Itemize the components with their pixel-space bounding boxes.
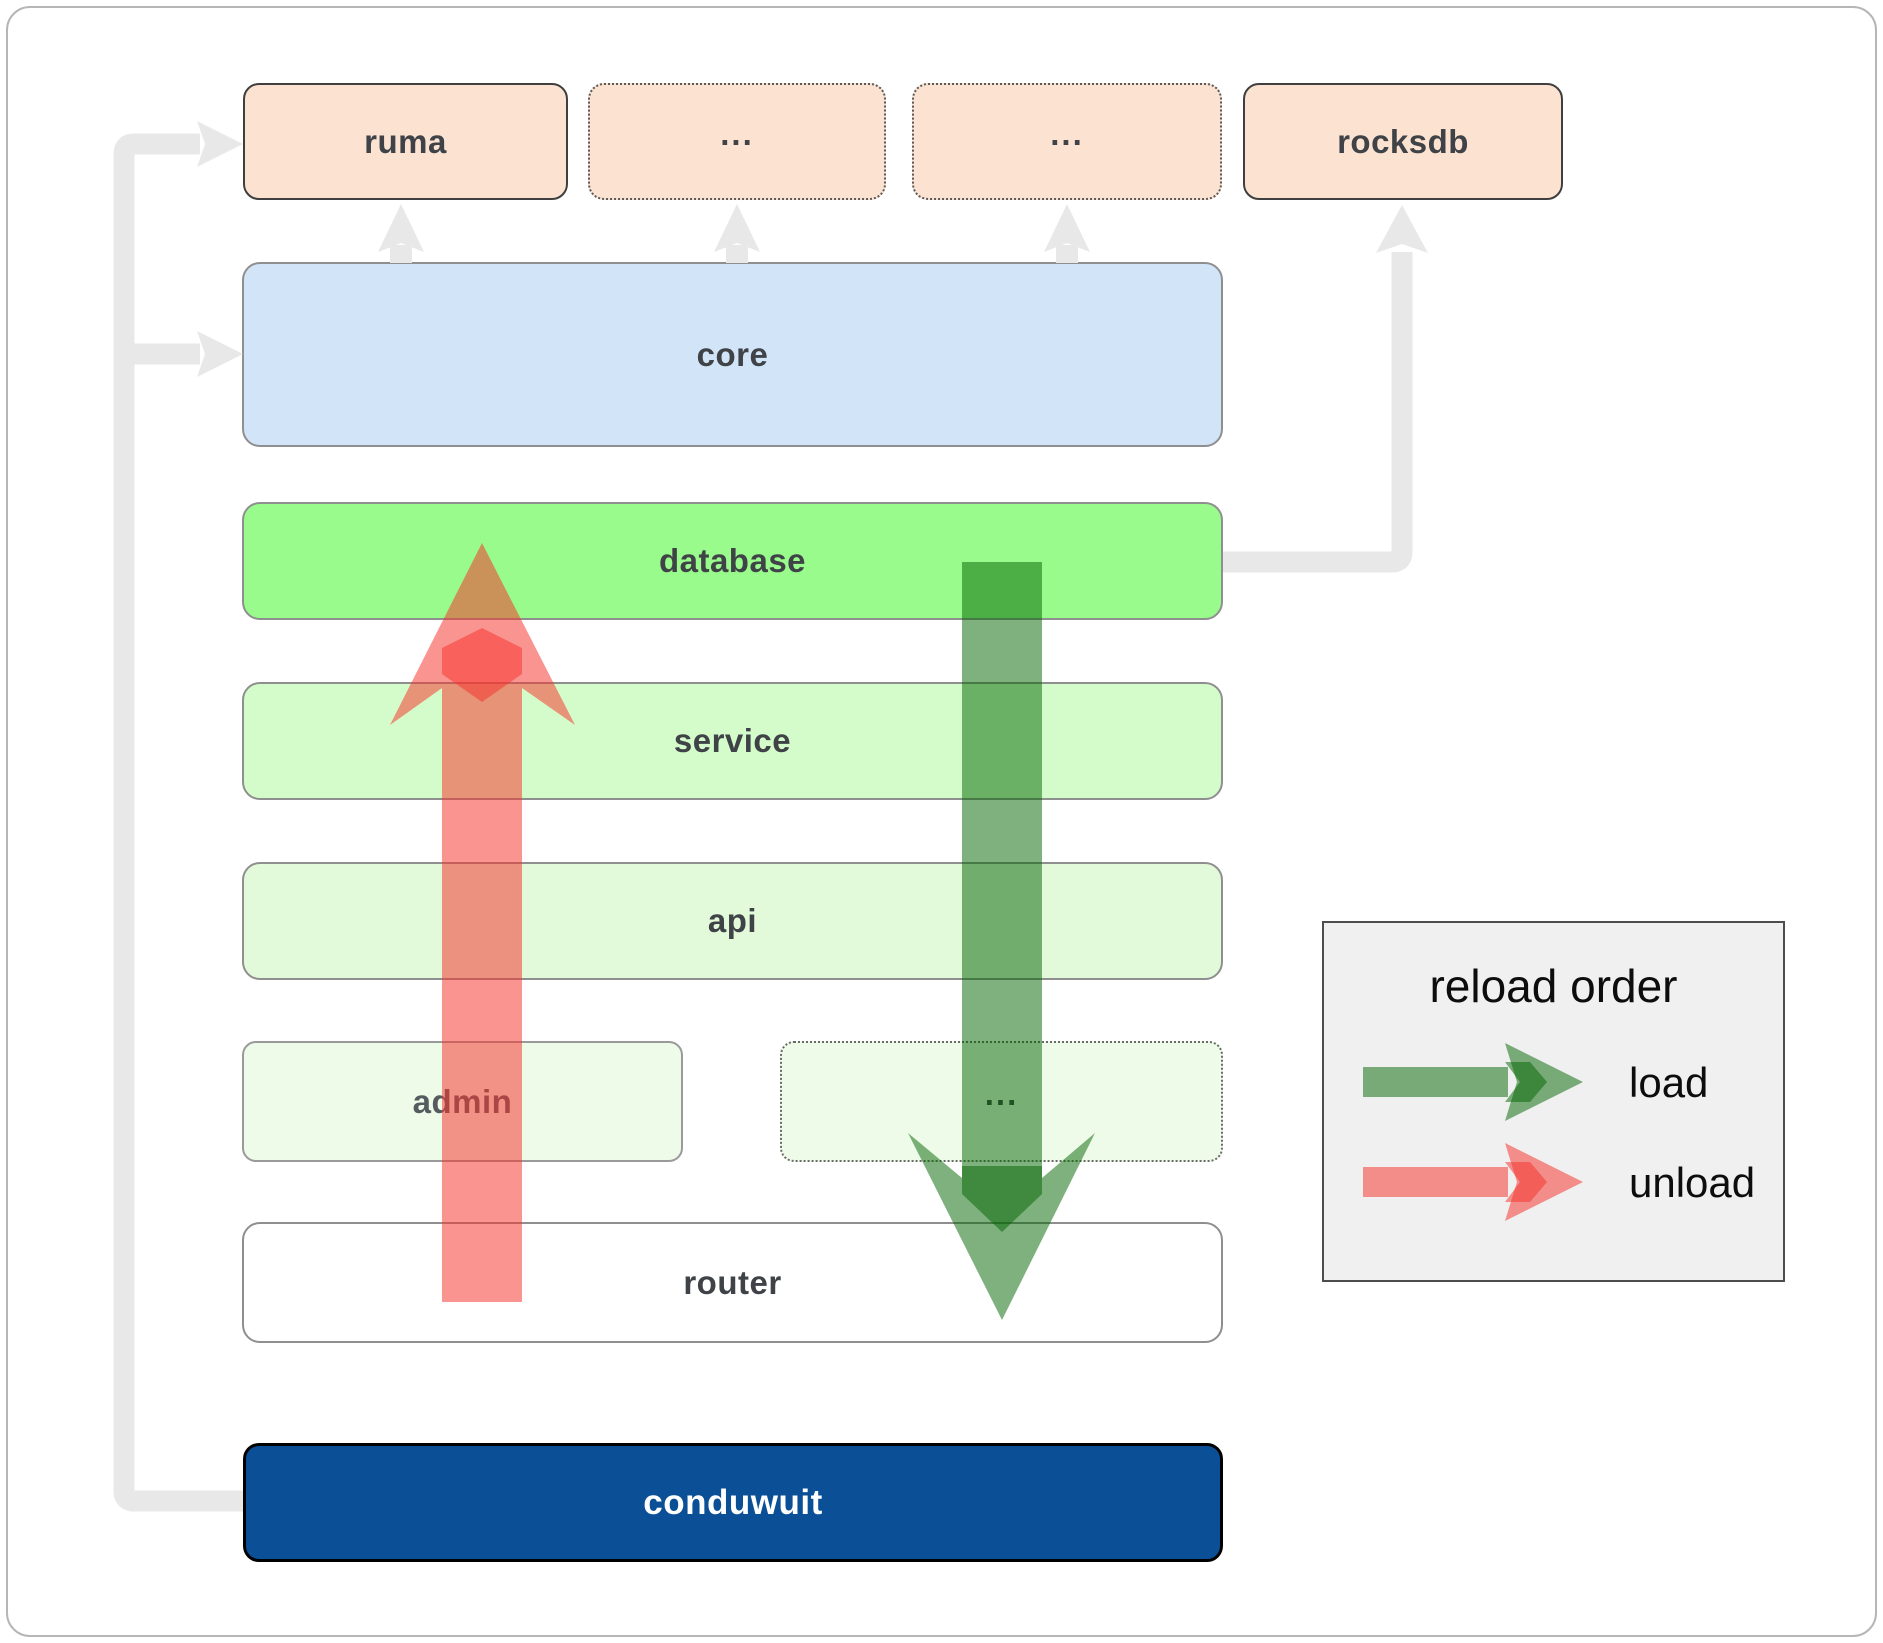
legend-box: reload order load unload xyxy=(1322,921,1785,1282)
node-conduwuit-label: conduwuit xyxy=(643,1482,823,1522)
node-core: core xyxy=(242,262,1223,447)
node-admin-label: admin xyxy=(412,1082,513,1120)
node-admin: admin xyxy=(242,1041,683,1162)
node-service: service xyxy=(242,682,1223,800)
node-ellipsis-3: ... xyxy=(780,1041,1223,1162)
node-core-label: core xyxy=(696,335,769,373)
node-database: database xyxy=(242,502,1223,620)
node-api: api xyxy=(242,862,1223,980)
node-ellipsis-1-label: ... xyxy=(720,114,754,152)
diagram-frame xyxy=(6,6,1877,1637)
legend-title: reload order xyxy=(1429,960,1678,1012)
node-service-label: service xyxy=(673,722,792,759)
node-rocksdb-label: rocksdb xyxy=(1337,122,1469,160)
node-api-label: api xyxy=(707,902,758,939)
node-conduwuit: conduwuit xyxy=(243,1443,1223,1562)
legend-unload-label: unload xyxy=(1629,1159,1756,1206)
node-router-label: router xyxy=(683,1263,782,1301)
node-database-label: database xyxy=(658,542,807,579)
node-ruma-label: ruma xyxy=(364,122,447,160)
node-ellipsis-3-label: ... xyxy=(984,1074,1019,1112)
node-router: router xyxy=(242,1222,1223,1343)
node-ellipsis-2: ... xyxy=(912,83,1222,200)
node-ellipsis-1: ... xyxy=(588,83,886,200)
node-ruma: ruma xyxy=(243,83,568,200)
legend-load-label: load xyxy=(1629,1059,1709,1106)
node-ellipsis-2-label: ... xyxy=(1050,114,1084,152)
node-rocksdb: rocksdb xyxy=(1243,83,1563,200)
